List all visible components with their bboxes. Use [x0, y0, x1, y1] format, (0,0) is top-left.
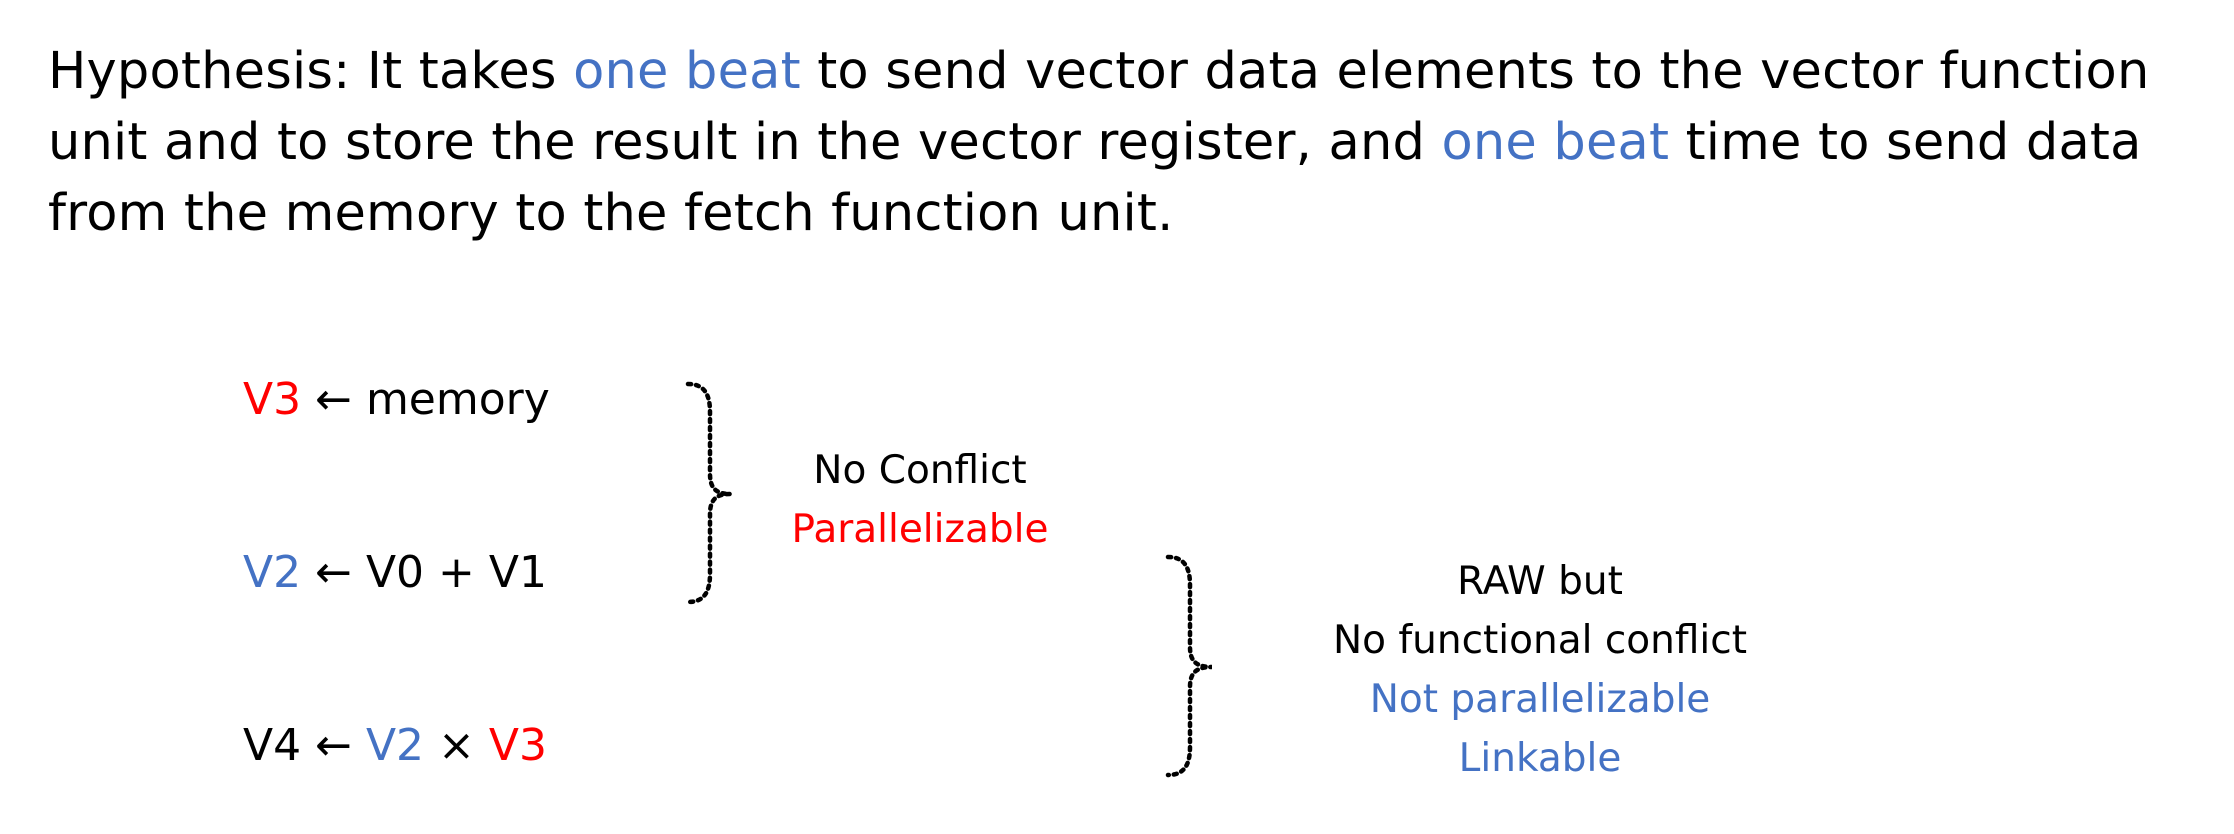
- hypothesis-line-1-start: Hypothesis: It takes: [48, 42, 574, 101]
- note-no-conflict: No Conflict Parallelizable: [770, 441, 1070, 559]
- hypothesis-line-1-end: to send vector data elements to the vect…: [800, 42, 2150, 101]
- instruction-multiply-v4: V4 ← V2 × V3: [243, 718, 547, 774]
- one-beat-highlight-1: one beat: [573, 42, 801, 101]
- hypothesis-line-2-start: unit and to store the result in the vect…: [48, 113, 1442, 172]
- instruction-3-operator: ×: [424, 720, 489, 771]
- instruction-3-operand-b: V3: [488, 720, 547, 771]
- hypothesis-line-2: unit and to store the result in the vect…: [48, 107, 2218, 178]
- instruction-add-v2: V2 ← V0 + V1: [243, 545, 547, 601]
- dotted-brace-2: [1165, 554, 1213, 778]
- hypothesis-line-3: from the memory to the fetch function un…: [48, 184, 1174, 243]
- instruction-1-dest: V3: [243, 374, 302, 425]
- one-beat-highlight-2: one beat: [1441, 113, 1670, 172]
- hypothesis-text: Hypothesis: It takes one beat to send ve…: [48, 36, 2218, 249]
- note-parallelizable-label: Parallelizable: [791, 507, 1049, 552]
- instruction-2-dest: V2: [243, 547, 302, 598]
- instruction-load-v3: V3 ← memory: [243, 372, 550, 428]
- instruction-3-arrow: ←: [301, 720, 366, 771]
- note-no-conflict-label: No Conflict: [813, 448, 1027, 493]
- note-not-parallelizable-label: Not parallelizable: [1369, 677, 1711, 722]
- instruction-3-dest: V4: [243, 720, 302, 771]
- dotted-brace-1: [685, 381, 731, 605]
- note-linkable-label: Linkable: [1458, 736, 1622, 781]
- instruction-1-source: memory: [365, 374, 550, 425]
- instruction-2-source: V0 + V1: [365, 547, 547, 598]
- instruction-3-operand-a: V2: [365, 720, 425, 771]
- note-raw-but-label: RAW but: [1457, 559, 1623, 604]
- note-no-functional-conflict-label: No functional conflict: [1332, 618, 1748, 663]
- note-raw-dependency: RAW but No functional conflict Not paral…: [1280, 552, 1800, 788]
- hypothesis-line-2-end: time to send data: [1669, 113, 2142, 172]
- instruction-1-arrow: ←: [301, 374, 366, 425]
- hypothesis-line-1: Hypothesis: It takes one beat to send ve…: [48, 36, 2218, 107]
- instruction-2-arrow: ←: [301, 547, 366, 598]
